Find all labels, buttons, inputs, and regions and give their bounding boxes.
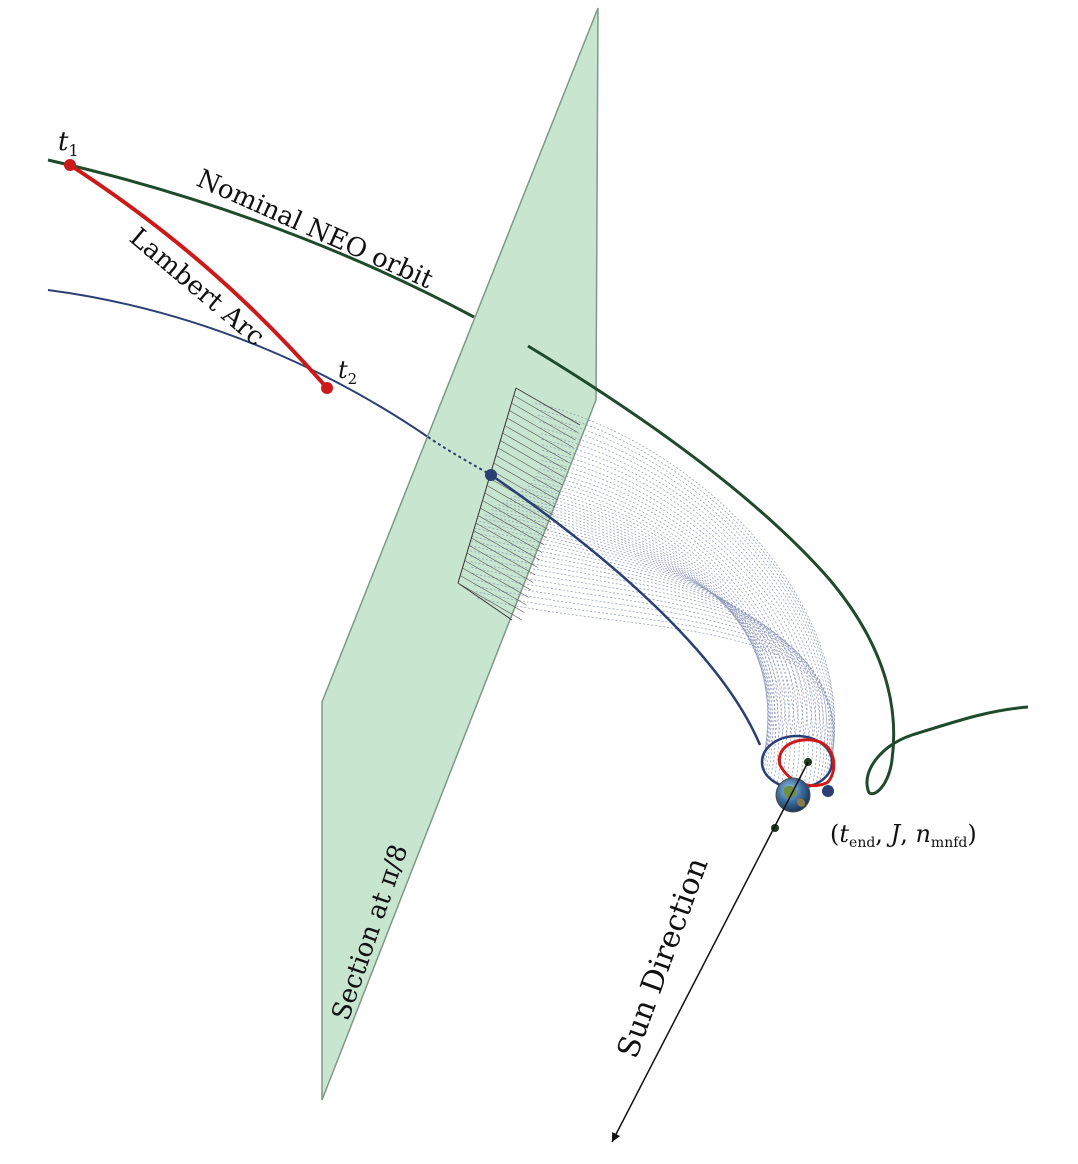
t2-label: t2 (338, 356, 357, 388)
manifold-trajectory (539, 421, 833, 773)
manifold-trajectory (537, 415, 834, 769)
endpoint-dot (822, 785, 834, 797)
manifold-trajectory (471, 536, 803, 738)
t1-label: t1 (58, 127, 79, 160)
cylinder-hatch-line (509, 410, 574, 448)
cylinder-hatch-line (484, 492, 549, 531)
transfer-orbit-dotted (427, 436, 492, 476)
cylinder-hatch-line (495, 455, 561, 493)
manifold-trajectory (502, 502, 769, 759)
manifold-trajectory (506, 500, 768, 763)
cylinder-hatch-line (506, 417, 572, 456)
section-point (485, 469, 497, 481)
t2-point (321, 382, 333, 394)
cylinder-hatch-line (498, 447, 563, 486)
cylinder-hatch-line (491, 470, 556, 508)
cylinder-hatch-line (486, 485, 552, 523)
section-plane (321, 7, 599, 1101)
cylinder-hatch-line (477, 515, 543, 553)
cylinder-hatch-line (500, 440, 565, 478)
manifold-trajectory (474, 585, 833, 756)
t1-point (64, 159, 76, 171)
cylinder-hatch-line (466, 552, 532, 591)
manifold-trajectory (541, 439, 825, 781)
cylinder-hatch-line (464, 560, 529, 598)
manifold-trajectory (487, 511, 775, 747)
manifold-trajectory (540, 433, 828, 778)
arrow-icon (611, 761, 809, 1143)
manifold-trajectory (470, 550, 816, 740)
cylinder-hatch-line (462, 567, 527, 606)
cylinder-hatch-line (460, 575, 525, 613)
manifold-trajectory (539, 468, 800, 787)
cylinder-hatch-line (482, 500, 547, 538)
manifold-trajectory (540, 427, 831, 776)
manifold-trajectory (542, 449, 818, 785)
cylinder-hatch-line (473, 530, 538, 568)
manifold-trajectory (537, 472, 796, 787)
lambert-arc-label: Lambert Arc (124, 222, 271, 352)
cylinder-hatch-line (515, 387, 581, 426)
manifold-trajectory (470, 561, 824, 744)
transfer-orbit-front (47, 289, 429, 438)
cylinder-hatching (457, 387, 581, 621)
manifold-trajectory (472, 572, 830, 750)
nominal-orbit-label: Nominal NEO orbit (192, 164, 438, 295)
manifold-trajectory (535, 476, 791, 786)
cylinder-hatch-line (513, 395, 578, 433)
manifold-trajectory (533, 479, 787, 785)
manifold-trajectory (542, 444, 822, 783)
cylinder-hatch-line (469, 545, 534, 583)
cylinder-hatch-line (471, 537, 536, 576)
manifold-trajectory (521, 490, 774, 776)
manifold-trajectory (513, 495, 770, 769)
manifold-trajectory (541, 459, 809, 787)
manifold-trajectory (475, 591, 834, 759)
cylinder-hatch-line (511, 402, 576, 441)
manifold-trajectory (473, 578, 832, 753)
manifold-trajectory (510, 497, 769, 766)
manifold-trajectory (517, 493, 771, 773)
manifold-trajectory (494, 506, 771, 753)
nominal-orbit-back (527, 344, 1029, 796)
sun-direction-label: Sun Direction (611, 853, 716, 1063)
earth-icon (775, 777, 811, 813)
transfer-orbit-back (490, 473, 762, 746)
cylinder-hatch-line (480, 507, 545, 546)
manifold-trajectory (471, 566, 827, 747)
manifold-trajectory (540, 464, 805, 787)
cylinder-hatch-line (502, 432, 567, 471)
manifold-trajectory (473, 531, 799, 738)
manifold-trajectory (524, 488, 776, 778)
manifold-trajectory (530, 482, 783, 783)
manifold-trajectory (470, 555, 820, 742)
cylinder-hatch-line (475, 522, 540, 561)
manifold-trajectory (470, 540, 808, 738)
manifold-trajectory (536, 408, 835, 766)
cylinder-hatch-line (457, 582, 523, 621)
manifold-tube (470, 402, 836, 787)
manifold-trajectory (470, 545, 812, 739)
endpoint-label: (tend, J, nmnfd) (830, 820, 977, 851)
manifold-trajectory (474, 527, 794, 738)
manifold-trajectory (535, 402, 836, 763)
nominal-orbit-front (47, 158, 475, 319)
manifold-trajectory (477, 597, 834, 763)
cylinder-hatch-line (504, 425, 569, 463)
cylinder-hatch-line (493, 462, 558, 501)
lambert-arc (68, 163, 329, 390)
manifold-trajectory (527, 485, 780, 781)
